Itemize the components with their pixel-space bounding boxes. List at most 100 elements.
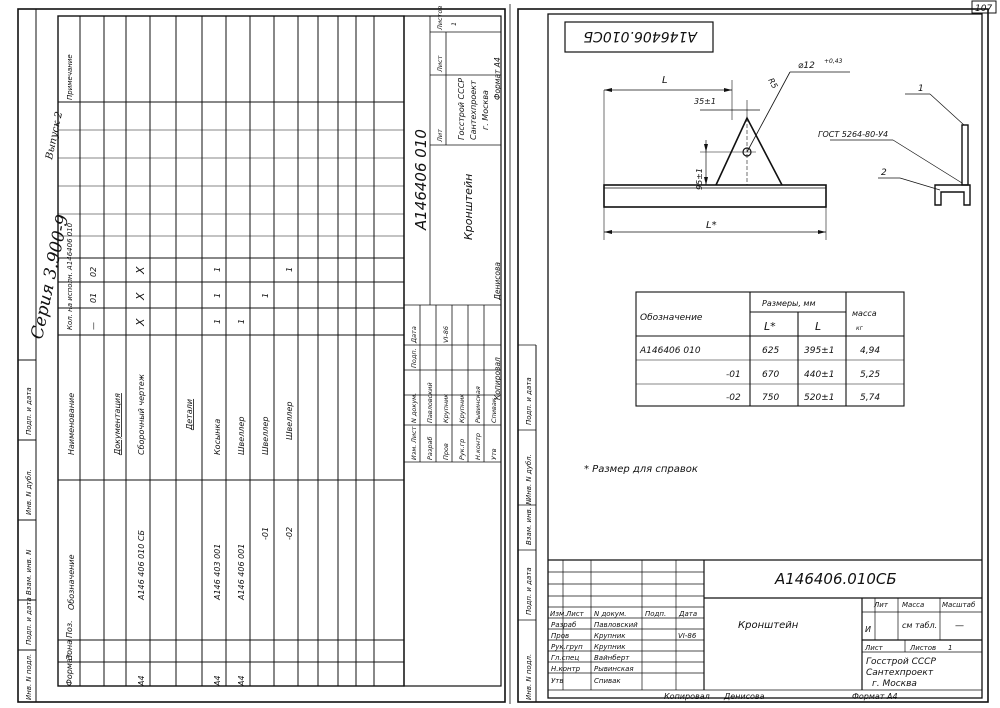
right-inner-frame: [547, 13, 983, 699]
right-side-label-3: Инв. N дубл.: [525, 454, 533, 500]
right-sig-hdr-4: Дата: [678, 610, 697, 618]
spec-row-2-name: Детали: [185, 399, 194, 431]
table-row-1-Lstar: 670: [762, 370, 779, 380]
rotated-code-box: [564, 21, 714, 53]
spec-table: [57, 15, 405, 687]
left-title-block: [403, 15, 502, 687]
hdr-pos: Поз.: [65, 620, 74, 638]
table-row-0-designation: А146406 010: [639, 346, 701, 356]
series-note: Выпуск 2: [44, 111, 65, 162]
spec-row-4-designation: А146 406 001: [237, 544, 246, 601]
right-mass-value: см табл.: [902, 621, 937, 630]
left-side-label-2: Взам. инв. N: [25, 549, 33, 595]
table-row-2-designation: -02: [726, 393, 741, 403]
right-side-label-4: Подп. и дата: [525, 377, 533, 425]
spec-row-3-name: Косынка: [213, 419, 222, 455]
table-row-0-Lstar: 625: [762, 346, 779, 356]
left-copier: Денисова: [493, 262, 502, 301]
right-sig-name-3: Вайнберт: [594, 654, 630, 662]
right-sig-hdr-1: Лист: [565, 610, 585, 618]
spec-row-6-name: Швеллер: [285, 402, 294, 440]
spec-row-5-mark-1: 1: [261, 293, 270, 298]
right-copied-label: Копировал: [664, 692, 710, 701]
hdr-name: Наименование: [67, 393, 76, 455]
table-row-2-mass: 5,74: [860, 393, 880, 403]
left-sig-role-3: Н.контр: [474, 433, 482, 460]
right-sig-role-3: Гл.спец: [551, 654, 579, 662]
right-lit-label: Лит: [873, 601, 889, 609]
left-lists-value: 1: [450, 22, 458, 26]
right-side-label-2: Взам. инв. N: [525, 499, 533, 545]
spec-row-1-mark-0: X: [134, 318, 147, 327]
right-sig-name-1: Крупник: [594, 632, 626, 640]
spec-row-0-name: Документация: [113, 393, 122, 456]
bracket-drawing: [603, 71, 971, 240]
spec-row-4-mark-0: 1: [237, 319, 246, 324]
right-sig-role-5: Утв: [551, 677, 563, 685]
table-hdr-sizes: Размеры, мм: [762, 299, 816, 308]
table-row-1-mass: 5,25: [860, 370, 880, 380]
left-sig-role-4: Утв: [490, 448, 498, 460]
left-list-label: Лист: [436, 55, 444, 73]
right-sig-role-2: Рук.груп: [551, 643, 583, 651]
right-sig-hdr-0: Изм.: [550, 610, 566, 618]
spec-row-4-name: Швеллер: [237, 417, 246, 455]
table-row-2-L: 520±1: [804, 393, 834, 403]
right-org-0: Госстрой СССР: [866, 657, 936, 667]
spec-row-1-name: Сборочный чертеж: [137, 373, 146, 455]
left-sig-role-0: Разраб: [426, 437, 434, 460]
left-sig-role-2: Рук.гр: [458, 439, 466, 460]
hdr-zone: Зона: [65, 640, 74, 660]
table-row-2-Lstar: 750: [762, 393, 779, 403]
left-org-1: Сантехпроект: [469, 80, 478, 140]
left-sig-hdr-0: Изм.: [410, 445, 418, 460]
left-copied-label: Копировал: [493, 357, 502, 400]
right-copier: Денисова: [723, 692, 765, 701]
left-sig-hdr-3: Подп.: [410, 348, 418, 368]
right-sig-role-0: Разраб: [551, 621, 577, 629]
left-sig-name-0: Павловский: [426, 382, 434, 423]
table-hdr-designation: Обозначение: [640, 313, 703, 323]
left-org-2: г. Москва: [481, 90, 490, 130]
left-sig-date: VI-86: [442, 326, 450, 343]
gost-label: ГОСТ 5264-80-У4: [818, 130, 888, 139]
spec-row-4-format: А4: [237, 675, 246, 687]
right-sig-name-2: Крупник: [594, 643, 626, 651]
table-row-1-designation: -01: [726, 370, 741, 380]
left-side-label-4: Подп. и дата: [25, 387, 33, 435]
right-sig-hdr-2: N докум.: [594, 610, 626, 618]
exec-col-2: 02: [89, 267, 98, 277]
reference-note: * Размер для справок: [584, 464, 698, 475]
left-side-label-3: Инв. N дубл.: [25, 469, 33, 515]
table-hdr-mass-unit: кг: [856, 325, 864, 332]
right-side-label-1: Подп. и дата: [525, 567, 533, 615]
left-sig-name-4: Спивак: [490, 398, 498, 423]
right-side-label-0: Инв. N подл.: [525, 654, 533, 700]
left-doc-code: А146406 010: [412, 129, 430, 231]
dim-hole: ⌀12: [798, 61, 815, 71]
right-sig-name-5: Спивак: [594, 677, 621, 685]
dim-hole-tolerance: +0,43: [824, 58, 843, 65]
spec-row-3-format: А4: [213, 675, 222, 687]
table-hdr-Lstar: L*: [764, 320, 776, 333]
pos-1-label: 1: [918, 84, 924, 94]
right-sig-name-4: Рывинская: [594, 665, 634, 673]
left-sig-name-3: Рывинская: [474, 386, 482, 423]
pos-2-label: 2: [881, 168, 887, 178]
left-org-0: Госстрой СССР: [457, 78, 466, 140]
right-format-label: Формат А4: [852, 692, 898, 701]
right-sheet-frame: [517, 8, 989, 703]
hdr-designation: Обозначение: [67, 554, 76, 610]
left-format-label: Формат А4: [493, 57, 502, 100]
right-sig-date: VI-86: [678, 632, 697, 640]
right-mass-label: Масса: [902, 601, 924, 609]
left-sheet-frame: [17, 8, 506, 703]
table-hdr-mass: масса: [852, 309, 877, 318]
spec-row-3-mark-1: 1: [213, 293, 222, 298]
right-sig-hdr-3: Подп.: [645, 610, 666, 618]
right-scale-value: —: [955, 621, 964, 631]
hdr-note: Примечание: [66, 54, 74, 100]
right-title-block: [548, 559, 982, 690]
hdr-format: Формат: [65, 653, 74, 686]
right-org-2: г. Москва: [872, 679, 917, 689]
